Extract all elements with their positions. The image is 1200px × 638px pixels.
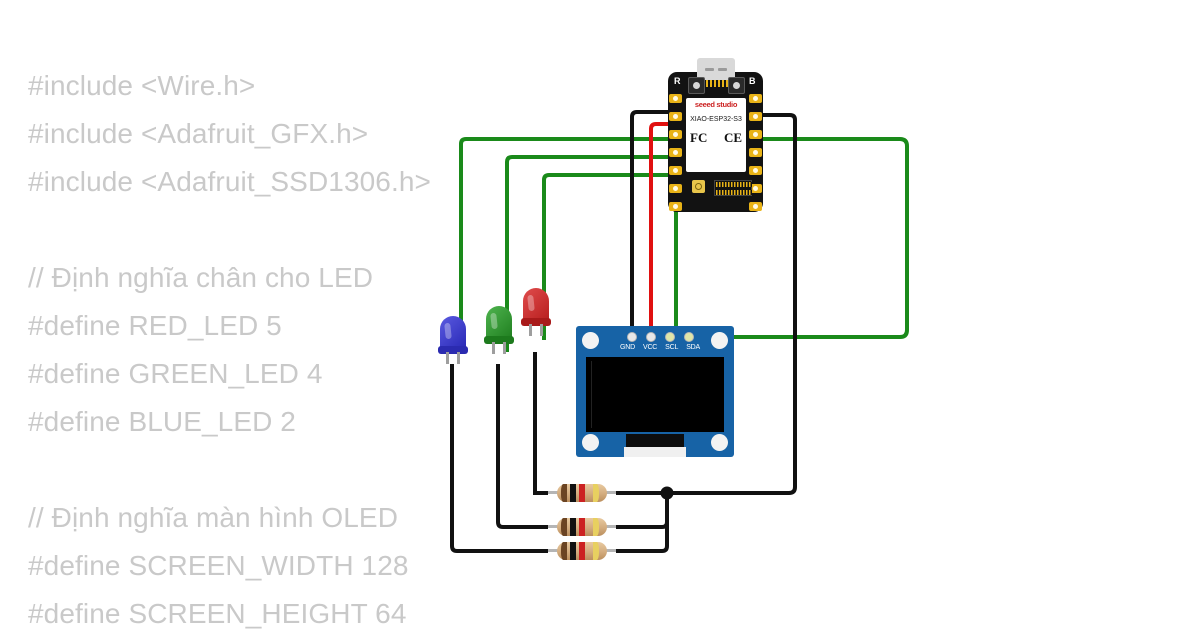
board-pin-left-2[interactable] (669, 112, 682, 121)
board-pin-left-1[interactable] (669, 94, 682, 103)
oled-pin-label-gnd: GND (620, 344, 635, 351)
board-pin-left-5[interactable] (669, 166, 682, 175)
oled-pin-vcc[interactable] (646, 332, 656, 342)
resistor-band-3 (579, 542, 585, 560)
wire-sda (686, 137, 909, 339)
mounting-hole (582, 332, 599, 349)
mounting-hole (582, 434, 599, 451)
board-pin-left-7[interactable] (669, 202, 682, 211)
oled-display-module[interactable]: GND VCC SCL SDA (576, 326, 734, 457)
oled-pin-labels: GND VCC SCL SDA (620, 344, 700, 351)
usb-pads (698, 80, 734, 87)
board-certification-marks: FC CE (690, 130, 742, 146)
microcontroller-board[interactable]: R B seeed studio XIAO-ESP32-S3 FC CE (668, 58, 763, 212)
resistor-band-4 (593, 542, 599, 560)
green-led-anode-lead (492, 342, 495, 354)
wire-resistor-blue-to-junction (616, 493, 669, 553)
resistor-band-2 (570, 542, 576, 560)
wire-cathode-blue (450, 364, 548, 553)
board-pin-left-4[interactable] (669, 148, 682, 157)
wire-vcc (649, 122, 762, 338)
wire-junction-dot (660, 486, 674, 500)
board-pin-right-7[interactable] (749, 202, 762, 211)
board-pin-right-2[interactable] (749, 112, 762, 121)
green-led-rim (484, 336, 514, 344)
ce-mark-icon: CE (723, 130, 742, 145)
resistor-green[interactable] (548, 517, 616, 537)
oled-pin-label-sda: SDA (686, 344, 700, 351)
reset-button[interactable] (688, 77, 705, 94)
mounting-hole (711, 434, 728, 451)
resistor-band-2 (570, 484, 576, 502)
wire-signal-blue (459, 137, 672, 352)
fcc-mark-icon: FC (690, 130, 708, 145)
board-pin-right-5[interactable] (749, 166, 762, 175)
oled-screen (586, 357, 724, 432)
resistor-band-1 (561, 518, 567, 536)
usb-c-connector (697, 58, 735, 80)
wire-gnd-oled (630, 110, 672, 338)
reset-button-label: R (674, 76, 681, 86)
board-brand-label: seeed studio (694, 100, 738, 109)
oled-pin-scl[interactable] (665, 332, 675, 342)
wire-gnd-trunk (667, 113, 797, 495)
wire-cathode-green (496, 364, 548, 529)
resistor-band-3 (579, 484, 585, 502)
boot-button[interactable] (728, 77, 745, 94)
resistor-band-4 (593, 484, 599, 502)
oled-pin-label-vcc: VCC (642, 344, 658, 351)
resistor-red[interactable] (548, 483, 616, 503)
red-led-anode-lead (529, 324, 532, 336)
board-model-label: XIAO-ESP32-S3 (690, 116, 742, 123)
blue-led-anode-lead (446, 352, 449, 364)
blue-led[interactable] (438, 316, 468, 364)
resistor-band-3 (579, 518, 585, 536)
red-led[interactable] (521, 288, 551, 336)
board-pin-right-1[interactable] (749, 94, 762, 103)
wire-signal-red (542, 173, 672, 340)
board-pin-right-3[interactable] (749, 130, 762, 139)
board-silkscreen-panel (686, 98, 746, 172)
resistor-blue[interactable] (548, 541, 616, 561)
oled-bottom-pads (624, 447, 686, 457)
oled-pin-sda[interactable] (684, 332, 694, 342)
board-pin-left-3[interactable] (669, 130, 682, 139)
green-led[interactable] (484, 306, 514, 354)
boot-button-label: B (749, 76, 756, 86)
resistor-band-1 (561, 484, 567, 502)
resistor-band-2 (570, 518, 576, 536)
board-pin-right-6[interactable] (749, 184, 762, 193)
resistor-band-4 (593, 518, 599, 536)
board-body: R B seeed studio XIAO-ESP32-S3 FC CE (668, 58, 763, 212)
red-led-cathode-lead (540, 324, 543, 336)
board-pin-right-4[interactable] (749, 148, 762, 157)
resistor-band-1 (561, 542, 567, 560)
red-led-rim (521, 318, 551, 326)
blue-led-cathode-lead (457, 352, 460, 364)
wire-resistor-green-to-junction (616, 493, 669, 529)
oled-pin-gnd[interactable] (627, 332, 637, 342)
wire-signal-green (505, 155, 672, 352)
oled-ribbon-connector (626, 434, 684, 447)
wire-cathode-red (533, 352, 548, 495)
fpc-connector (714, 180, 752, 196)
green-led-cathode-lead (503, 342, 506, 354)
mounting-hole (711, 332, 728, 349)
board-pin-left-6[interactable] (669, 184, 682, 193)
blue-led-rim (438, 346, 468, 354)
antenna-connector-icon (692, 180, 705, 193)
oled-pin-label-scl: SCL (665, 344, 679, 351)
